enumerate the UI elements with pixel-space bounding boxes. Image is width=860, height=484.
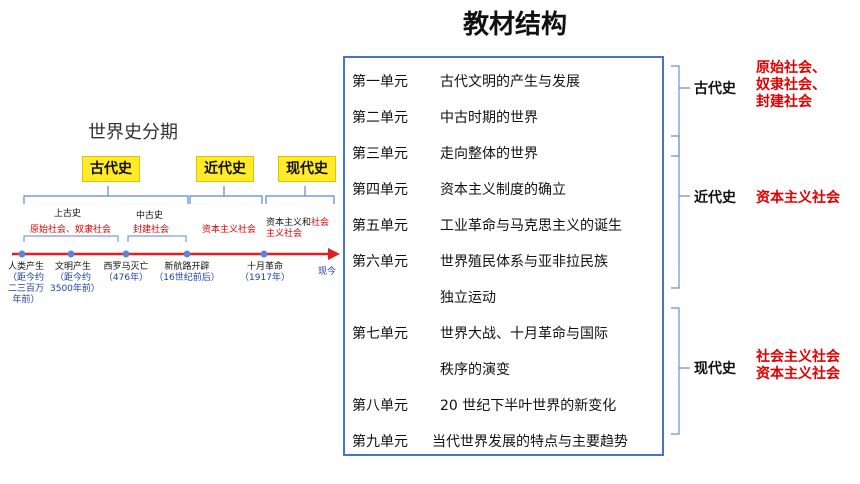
unit-row-1: 第一单元 古代文明的产生与发展	[352, 71, 580, 91]
unit-number: 第八单元	[352, 398, 408, 414]
unit-number: 第五单元	[352, 218, 408, 234]
structure-box	[343, 56, 664, 456]
society-line: 资本主义社会	[756, 190, 840, 206]
unit-number: 第二单元	[352, 110, 408, 126]
unit-row-6: 第六单元 世界殖民体系与亚非拉民族	[352, 251, 608, 271]
event-detail: （距今约3500年前）	[50, 273, 100, 294]
right-era-contemporary: 现代史	[694, 361, 736, 377]
society-line: 社会主义社会	[756, 349, 840, 365]
event-detail: （1917年）	[240, 273, 290, 283]
unit-row-9: 第九单元 当代世界发展的特点与主要趋势	[352, 431, 628, 451]
unit-name: 资本主义制度的确立	[440, 182, 566, 198]
society-line: 奴隶社会、	[756, 77, 826, 93]
right-brace-modern	[671, 135, 690, 289]
unit-row-5: 第五单元 工业革命与马克思主义的诞生	[352, 215, 622, 235]
page-title: 教材结构	[462, 10, 567, 40]
sub-era-middle-ancient: 中古史	[136, 211, 164, 221]
event-detail: （16世纪前后）	[154, 273, 220, 283]
sub-era-upper-ancient: 上古史	[54, 209, 82, 219]
unit-name: 世界殖民体系与亚非拉民族	[440, 254, 608, 270]
unit-number: 第六单元	[352, 254, 408, 270]
event-october-revolution: 十月革命 （1917年）	[240, 262, 290, 284]
event-dot	[67, 250, 75, 258]
society-line: 资本主义社会	[756, 366, 840, 382]
era-tag-contemporary: 现代史	[278, 156, 336, 182]
right-brace-contemporary	[671, 307, 690, 435]
timeline-title: 世界史分期	[88, 122, 178, 143]
unit-name: 当代世界发展的特点与主要趋势	[432, 434, 628, 450]
unit-name: 走向整体的世界	[440, 146, 538, 162]
event-detail: （距今约二三百万年前）	[7, 273, 44, 305]
unit-row-7: 第七单元 世界大战、十月革命与国际	[352, 323, 608, 343]
event-dot	[260, 250, 268, 258]
brace-contemporary	[265, 186, 335, 204]
event-label: 文明产生	[54, 262, 91, 272]
society-modern: 资本主义社会	[202, 225, 257, 235]
event-now: 现今	[318, 267, 337, 277]
unit-number: 第四单元	[352, 182, 408, 198]
event-label: 西罗马灭亡	[103, 262, 149, 272]
unit-name: 古代文明的产生与发展	[440, 74, 580, 90]
unit-row-2: 第二单元 中古时期的世界	[352, 107, 538, 127]
event-new-route: 新航路开辟 （16世纪前后）	[154, 262, 220, 284]
unit-row-6-cont: 独立运动	[440, 290, 496, 306]
society-contemporary-line2: 主义社会	[266, 229, 303, 239]
era-tag-modern: 近代史	[196, 156, 254, 182]
event-human-origin: 人类产生 （距今约二三百万年前）	[4, 262, 48, 306]
unit-row-8: 第八单元 20 世纪下半叶世界的新变化	[352, 395, 616, 415]
right-society-ancient: 原始社会、 奴隶社会、 封建社会	[756, 60, 826, 111]
brace-upper-ancient	[23, 235, 119, 242]
brace-modern	[189, 186, 263, 204]
society-line: 封建社会	[756, 94, 812, 110]
unit-name: 世界大战、十月革命与国际	[440, 326, 608, 342]
right-era-modern: 近代史	[694, 190, 736, 206]
event-dot	[18, 250, 26, 258]
unit-name: 工业革命与马克思主义的诞生	[440, 218, 622, 234]
unit-number: 第三单元	[352, 146, 408, 162]
event-western-rome: 西罗马灭亡 （476年）	[100, 262, 152, 284]
right-era-ancient: 古代史	[694, 81, 736, 97]
era-tag-ancient: 古代史	[82, 156, 140, 182]
society-contemporary-red: 社会	[311, 218, 330, 228]
event-label: 十月革命	[246, 262, 283, 272]
event-label: 新航路开辟	[164, 262, 210, 272]
unit-row-4: 第四单元 资本主义制度的确立	[352, 179, 566, 199]
brace-middle-ancient	[127, 235, 187, 242]
event-detail: （476年）	[103, 273, 149, 283]
unit-name: 中古时期的世界	[440, 110, 538, 126]
unit-row-7-cont: 秩序的演变	[440, 362, 510, 378]
event-label: 人类产生	[7, 262, 44, 272]
event-dot	[122, 250, 130, 258]
society-line: 原始社会、	[756, 60, 826, 76]
society-middle-ancient: 封建社会	[133, 225, 170, 235]
right-brace-ancient	[671, 65, 690, 157]
brace-ancient	[23, 186, 189, 204]
right-society-modern: 资本主义社会	[756, 190, 840, 207]
unit-number: 第一单元	[352, 74, 408, 90]
society-upper-ancient: 原始社会、奴隶社会	[30, 225, 112, 235]
unit-number: 第七单元	[352, 326, 408, 342]
timeline-arrowhead	[328, 248, 340, 260]
society-contemporary-prefix: 资本主义和	[266, 218, 312, 228]
event-civilization: 文明产生 （距今约3500年前）	[50, 262, 100, 295]
society-contemporary: 资本主义和社会 主义社会	[266, 218, 329, 240]
unit-row-3: 第三单元 走向整体的世界	[352, 143, 538, 163]
unit-number: 第九单元	[352, 434, 408, 450]
event-dot	[183, 250, 191, 258]
right-society-contemporary: 社会主义社会 资本主义社会	[756, 349, 840, 383]
unit-name: 20 世纪下半叶世界的新变化	[440, 398, 617, 414]
